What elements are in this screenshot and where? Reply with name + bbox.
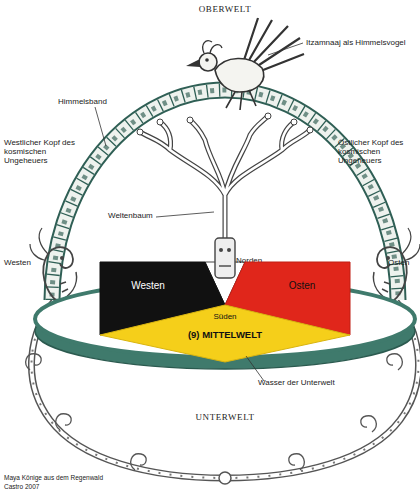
- head-plume: [30, 228, 48, 260]
- mask-eye: [227, 248, 231, 252]
- tree-flower: [307, 127, 313, 133]
- head-scroll: [43, 247, 73, 302]
- bird-crest: [203, 41, 222, 53]
- bird-beak: [186, 59, 200, 67]
- direction-label: Westen: [4, 258, 44, 267]
- leader-line: [268, 43, 303, 55]
- quadrant-fill: [100, 305, 350, 362]
- tree-flower: [187, 117, 193, 123]
- quadrant-label: Osten: [272, 280, 332, 292]
- leader-line: [156, 212, 214, 217]
- south-quadrant: Süden (9) MITTELWELT: [100, 305, 350, 362]
- quadrant-label: Süden: [200, 312, 250, 321]
- head-scroll: [377, 247, 407, 302]
- part-name: Weltenbaum: [108, 211, 168, 220]
- credit-note: Maya Könige aus dem Regenwald: [4, 474, 134, 481]
- tree-flower: [137, 129, 143, 135]
- credit-note: Castro 2007: [4, 483, 134, 490]
- part-name: Himmelsband: [58, 97, 128, 106]
- world-level-title: OBERWELT: [170, 4, 280, 14]
- west-serpent-head: [30, 228, 77, 302]
- bird-head: [199, 53, 217, 71]
- spiral: [289, 454, 304, 470]
- tree-mask: [215, 238, 235, 278]
- bird-body: [215, 58, 264, 92]
- celestial-bird: [186, 18, 304, 110]
- leader-line: [95, 107, 106, 146]
- quadrant-label: Westen: [118, 280, 178, 292]
- leader-lines: [95, 43, 303, 381]
- part-name: Westlicher Kopf des kosmischen Ungeheuer…: [4, 138, 82, 166]
- bird-tail: [226, 90, 256, 110]
- bird-eye: [205, 58, 209, 62]
- spiral: [131, 454, 146, 470]
- world-level-label: (9) MITTELWELT: [165, 330, 285, 341]
- mask-mouth: [219, 265, 231, 266]
- leader-line: [246, 356, 264, 381]
- tree-flower: [291, 119, 297, 125]
- east-serpent-head: [373, 228, 420, 302]
- spiral: [26, 354, 41, 370]
- head-eye: [60, 256, 64, 260]
- mask-eye: [219, 248, 223, 252]
- world-tree: [137, 113, 313, 278]
- world-level-title: UNTERWELT: [170, 412, 280, 422]
- tree-flower: [157, 119, 163, 125]
- head-plume: [402, 228, 420, 260]
- spiral: [387, 354, 402, 370]
- tree-branches: [140, 116, 310, 262]
- part-name: Itzamnaaj als Himmelsvogel: [306, 38, 418, 47]
- tree-branches-inner: [140, 116, 310, 262]
- part-name: Östlicher Kopf des kosmischen Ungeheuers: [338, 138, 418, 166]
- scroll-knot: [219, 472, 231, 484]
- spiral: [361, 416, 376, 432]
- tree-flower: [265, 113, 271, 119]
- part-name: Wasser der Unterwelt: [258, 378, 368, 387]
- spiral: [56, 414, 71, 430]
- direction-label: Osten: [388, 258, 420, 267]
